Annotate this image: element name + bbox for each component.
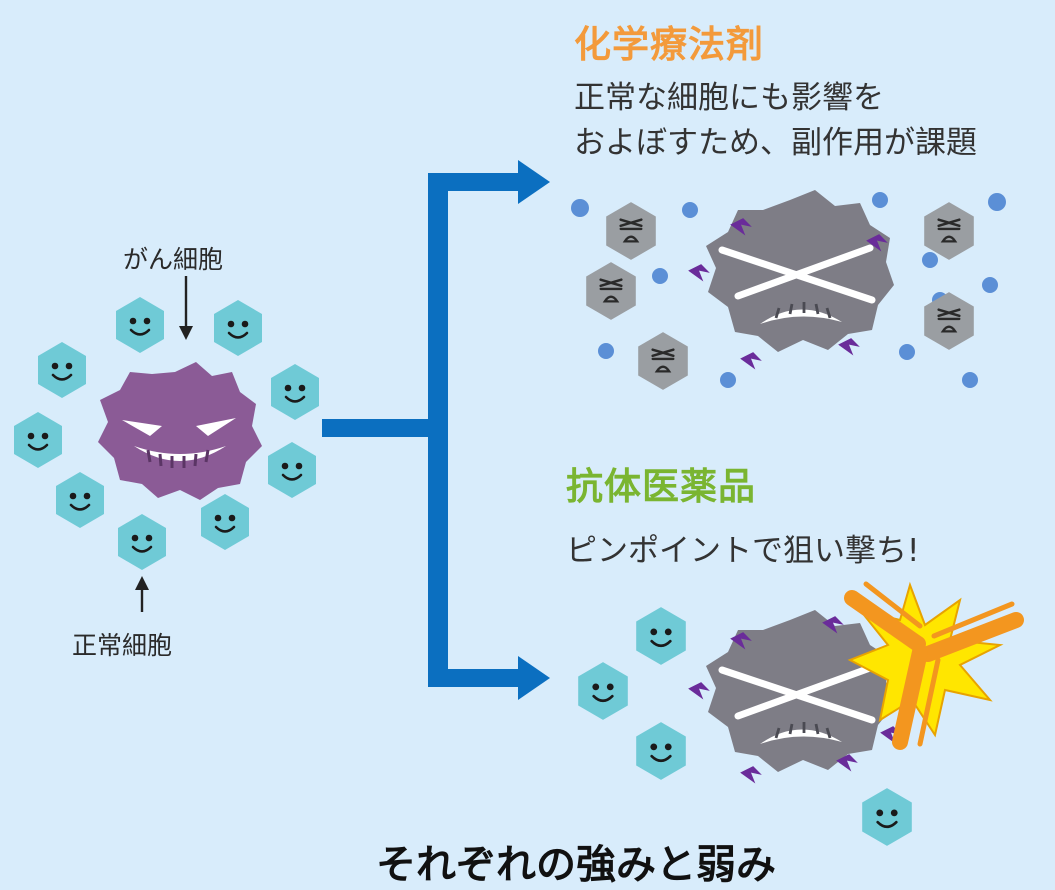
claw-icon	[688, 682, 710, 700]
dead-cancer-cell-icon	[706, 610, 894, 772]
healthy-cell	[114, 295, 166, 355]
claw-icon	[740, 352, 762, 370]
healthy-cell	[634, 605, 688, 667]
damaged-cell	[922, 290, 976, 352]
healthy-cell	[212, 298, 264, 358]
healthy-cell	[116, 512, 168, 572]
dead-cancer-cell-icon	[706, 190, 894, 352]
label-arrows	[135, 276, 193, 612]
healthy-cell	[54, 470, 106, 530]
cancer-cell-label: がん細胞	[123, 245, 224, 274]
chemotherapy-title: 化学療法剤	[574, 23, 764, 66]
healthy-cell	[634, 720, 688, 782]
healthy-cell	[199, 492, 251, 552]
arrow-right-icon	[518, 656, 550, 700]
antibody-scene	[576, 581, 1024, 848]
damaged-cell	[636, 330, 690, 392]
antibody-icon	[844, 581, 1024, 750]
healthy-cell	[36, 340, 88, 400]
chemotherapy-scene	[571, 190, 1006, 392]
damaged-cell	[604, 200, 658, 262]
antibody-drug-description: ピンポイントで狙い撃ち!	[566, 533, 920, 569]
damaged-cell	[922, 200, 976, 262]
healthy-cell	[269, 362, 321, 422]
normal-cell-label: 正常細胞	[72, 631, 173, 660]
damaged-cell	[584, 260, 638, 322]
chemotherapy-description-line1: 正常な細胞にも影響を	[574, 80, 884, 116]
drug-dots	[571, 192, 1006, 388]
healthy-cell	[266, 440, 318, 500]
claw-icon	[838, 338, 860, 356]
chemotherapy-description-line2: およぼすため、副作用が課題	[574, 125, 977, 161]
healthy-cell	[12, 410, 64, 470]
summary-caption: それぞれの強みと弱み	[376, 842, 776, 888]
cancer-cell-icon	[98, 362, 262, 500]
antibody-drug-title: 抗体医薬品	[566, 465, 756, 508]
branch-arrows	[322, 160, 550, 700]
healthy-cell	[576, 660, 630, 722]
arrow-right-icon	[518, 160, 550, 204]
claw-icon	[688, 264, 710, 282]
healthy-cell	[860, 786, 914, 848]
claw-icon	[740, 766, 762, 784]
